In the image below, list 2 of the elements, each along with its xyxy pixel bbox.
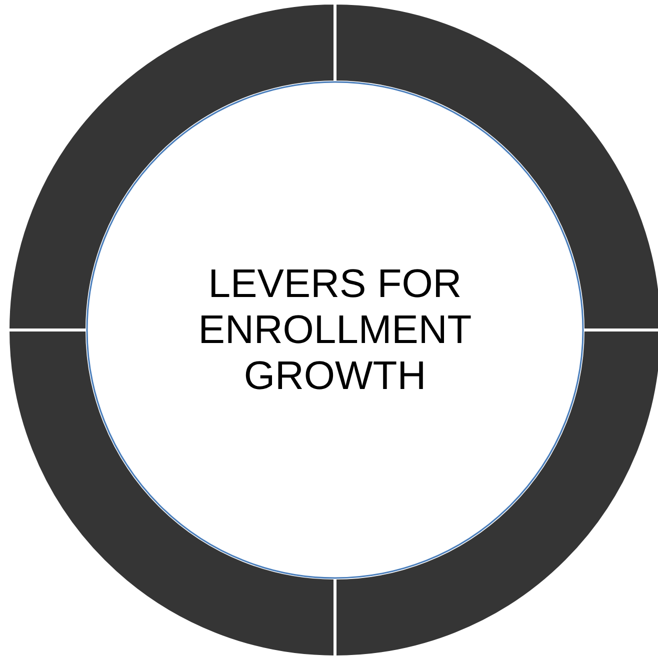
center-circle: [85, 80, 585, 580]
center-title: LEVERS FOR ENROLLMENT GROWTH: [197, 261, 473, 399]
